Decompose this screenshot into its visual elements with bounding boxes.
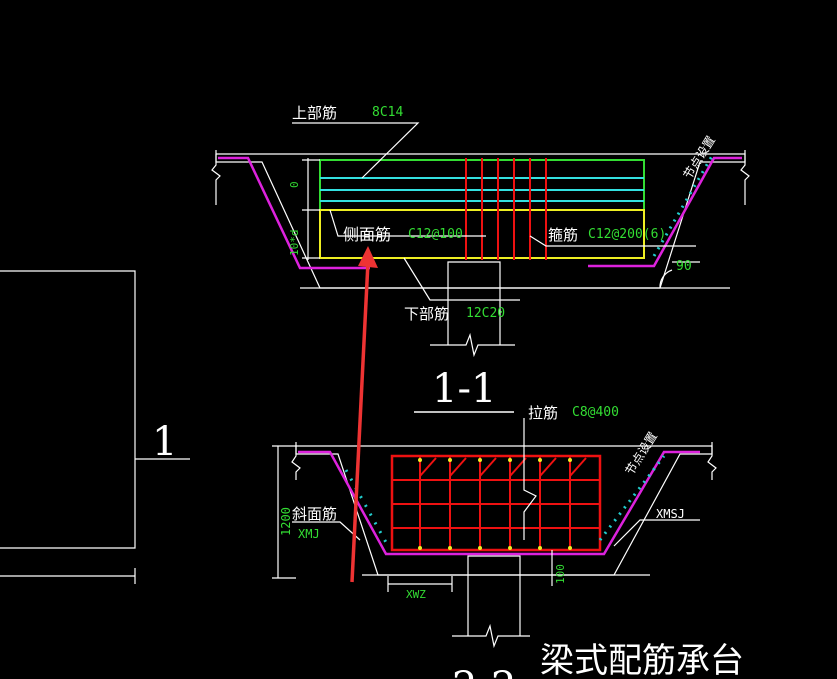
stirrup-leader — [529, 235, 696, 247]
side-bar-value: C12@100 — [408, 227, 463, 242]
annotation-arrow-head — [358, 246, 378, 268]
dim-side-value: 10*d — [288, 230, 301, 257]
section1-concrete-outline — [215, 153, 746, 289]
dim-top-value: 0 — [288, 181, 301, 188]
section1-right-break — [740, 150, 750, 205]
section2-left-break — [291, 442, 301, 480]
bottom-code: XWZ — [406, 588, 426, 601]
annotation-arrow-shaft — [350, 261, 370, 583]
slope-stirrup-leader — [613, 519, 700, 547]
section2-diagonal-dots — [598, 455, 666, 541]
stirrup-value: C12@200(6) — [588, 227, 666, 242]
section2-slope-bar-left — [298, 450, 700, 556]
tie-bar-leader — [523, 418, 537, 540]
section2-left-dots — [344, 469, 390, 547]
bottom-bar-label: 下部筋 — [404, 305, 449, 323]
section2-mark-partial: 2-2 — [452, 664, 516, 679]
top-bar-leader — [292, 122, 420, 179]
top-bar-label: 上部筋 — [292, 104, 337, 122]
section-1-geometry — [211, 122, 750, 358]
section1-stirrups — [465, 158, 547, 260]
top-bar-value: 8C14 — [372, 105, 403, 120]
section1-column-stub — [447, 261, 501, 288]
slope-bar-label: 斜面筋 — [292, 505, 337, 523]
stirrup-label: 箍筋 — [548, 226, 578, 244]
side-bar-leader — [329, 209, 486, 237]
left-plan-view — [0, 270, 190, 584]
section2-cage-horizontals — [392, 479, 600, 529]
section1-column-break — [430, 332, 515, 358]
section1-diag-note: 节点设置 — [681, 133, 718, 181]
section2-column-stub — [467, 555, 521, 575]
slope-bar-code: XMJ — [298, 527, 320, 541]
annotation-arrow — [350, 246, 378, 583]
section2-cage-hooks — [419, 457, 587, 477]
section2-rebar-nodes — [418, 458, 572, 550]
left-plan-outline — [0, 270, 136, 549]
section2-column-break — [452, 623, 530, 649]
height-dim-value: 1200 — [279, 507, 293, 536]
tie-bar-value: C8@400 — [572, 405, 619, 420]
section1-mark: 1-1 — [432, 366, 496, 412]
side-bar-label: 侧面筋 — [343, 225, 391, 244]
section-2-geometry — [272, 418, 717, 649]
angle-value: 90 — [676, 259, 692, 274]
tie-bar-label: 拉筋 — [528, 404, 558, 422]
section-number-label: 1 — [152, 419, 177, 465]
section2-right-break — [707, 442, 717, 480]
bottom-bar-leader — [403, 257, 520, 301]
drawing-title: 梁式配筋承台 — [540, 641, 744, 679]
small-dim-value: 100 — [554, 564, 567, 584]
section1-diagonal-dots — [652, 155, 714, 257]
section1-slope-bar-left — [218, 156, 370, 270]
section1-slope-bar-right — [588, 156, 742, 268]
section1-left-break — [211, 150, 221, 205]
slope-stirrup-code: XMSJ — [656, 507, 685, 521]
bottom-bar-value: 12C20 — [466, 306, 505, 321]
angle-arc — [659, 269, 673, 289]
